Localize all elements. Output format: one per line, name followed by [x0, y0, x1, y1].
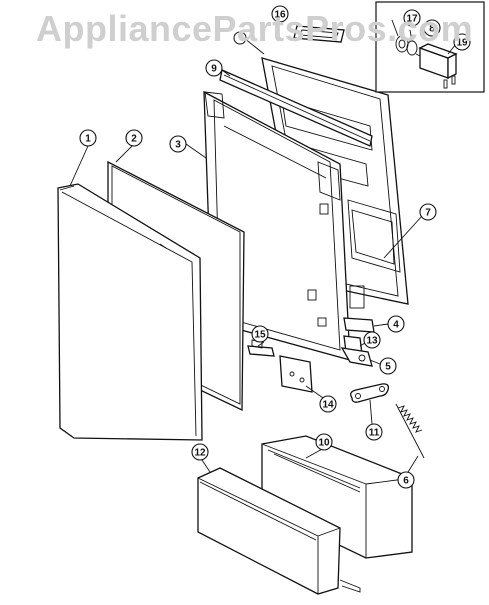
part-14-support-plate — [279, 355, 313, 393]
part-5-hinge-arm — [340, 347, 373, 367]
svg-text:4: 4 — [393, 320, 399, 331]
callout-11: 11 — [365, 423, 383, 441]
part-19-door-switch — [415, 43, 458, 89]
callout-4: 4 — [387, 315, 405, 333]
callout-9: 9 — [205, 59, 223, 77]
svg-text:8: 8 — [429, 24, 435, 35]
svg-text:2: 2 — [131, 134, 137, 145]
unlabeled-marker-circle — [233, 31, 247, 45]
callout-19: 19 — [453, 33, 471, 51]
callout-2: 2 — [125, 129, 143, 147]
svg-text:1: 1 — [85, 134, 91, 145]
callout-14: 14 — [319, 395, 337, 413]
svg-text:12: 12 — [194, 448, 206, 459]
svg-text:16: 16 — [274, 10, 286, 21]
part-11-link-arm — [350, 383, 390, 403]
part-15-bracket — [247, 339, 275, 357]
svg-text:5: 5 — [385, 362, 391, 373]
svg-text:9: 9 — [211, 64, 217, 75]
svg-text:17: 17 — [406, 14, 418, 25]
callout-17: 17 — [403, 9, 421, 27]
callout-1: 1 — [79, 129, 97, 147]
svg-text:14: 14 — [322, 400, 334, 411]
svg-text:11: 11 — [369, 428, 380, 439]
callout-7: 7 — [419, 203, 437, 221]
svg-text:15: 15 — [254, 330, 266, 341]
callout-12: 12 — [191, 443, 209, 461]
svg-text:19: 19 — [456, 38, 468, 49]
part-6-door-spring — [395, 403, 425, 459]
callout-13: 13 — [363, 331, 381, 349]
callout-10: 10 — [315, 433, 333, 451]
callout-6: 6 — [397, 471, 415, 489]
callout-5: 5 — [379, 357, 397, 375]
leader-lines — [69, 19, 457, 473]
svg-text:6: 6 — [403, 476, 409, 487]
part-1-outer-door-panel — [57, 183, 203, 441]
callout-8: 8 — [423, 19, 441, 37]
svg-text:10: 10 — [318, 438, 330, 449]
svg-text:7: 7 — [425, 208, 431, 219]
part-10-insulation-pad — [261, 435, 413, 559]
svg-text:13: 13 — [366, 336, 378, 347]
callout-3: 3 — [169, 135, 187, 153]
part-9-top-channel — [219, 69, 373, 147]
callout-15: 15 — [251, 325, 269, 343]
svg-text:3: 3 — [175, 140, 181, 151]
watermark: AppliancePartsPros.com — [36, 8, 474, 49]
callout-16: 16 — [271, 5, 289, 23]
part-16-handle-grip — [293, 25, 345, 43]
part-12-bottom-trim — [197, 467, 361, 595]
